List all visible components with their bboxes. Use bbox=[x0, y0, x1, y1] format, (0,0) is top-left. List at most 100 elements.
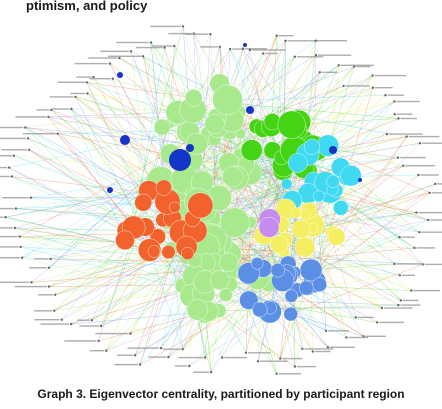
peripheral-node bbox=[393, 100, 396, 103]
graph-node bbox=[212, 84, 243, 116]
node-label-mark bbox=[74, 62, 108, 65]
graph-node bbox=[169, 201, 181, 214]
graph-node bbox=[186, 299, 208, 321]
graph-node bbox=[258, 217, 280, 238]
graph-node bbox=[218, 288, 233, 302]
node-label-mark bbox=[152, 45, 173, 47]
graph-node bbox=[147, 245, 161, 258]
node-label-mark bbox=[51, 108, 70, 110]
node-label-mark bbox=[421, 231, 442, 233]
peripheral-node bbox=[86, 92, 89, 95]
peripheral-node bbox=[293, 55, 296, 58]
graph-node bbox=[327, 227, 346, 246]
graph-edge bbox=[313, 217, 347, 338]
peripheral-node bbox=[85, 81, 88, 84]
node-label-mark bbox=[400, 156, 426, 159]
peripheral-node bbox=[24, 126, 27, 129]
node-label-mark bbox=[88, 57, 118, 59]
peripheral-node bbox=[413, 246, 416, 250]
graph-nodes bbox=[107, 43, 362, 324]
peripheral-node bbox=[108, 62, 112, 65]
graph-edge bbox=[19, 236, 155, 252]
node-label-mark bbox=[184, 33, 209, 35]
graph-node bbox=[290, 207, 302, 219]
node-label-mark bbox=[136, 46, 163, 49]
node-label-mark bbox=[0, 166, 8, 169]
node-label-mark bbox=[345, 85, 370, 87]
graph-node bbox=[358, 178, 362, 182]
node-label-mark bbox=[108, 55, 141, 57]
node-label-mark bbox=[49, 96, 74, 98]
node-label-mark bbox=[36, 109, 50, 111]
graph-edge bbox=[202, 56, 295, 183]
node-label-mark bbox=[57, 81, 85, 83]
graph-edge bbox=[227, 102, 399, 119]
graph-edge bbox=[290, 313, 364, 337]
peripheral-node bbox=[12, 154, 15, 157]
graph-edge bbox=[193, 33, 215, 124]
graph-node bbox=[246, 106, 254, 114]
graph-edge bbox=[48, 111, 178, 118]
node-label-mark bbox=[401, 236, 415, 238]
node-label-mark bbox=[400, 304, 421, 306]
peripheral-node bbox=[74, 95, 77, 99]
node-label-mark bbox=[413, 289, 440, 292]
peripheral-node bbox=[181, 25, 185, 28]
node-label-mark bbox=[38, 294, 54, 296]
peripheral-node bbox=[203, 356, 207, 359]
peripheral-node bbox=[20, 256, 24, 259]
graph-node bbox=[153, 118, 171, 136]
node-label-mark bbox=[396, 100, 420, 103]
peripheral-node bbox=[318, 71, 321, 74]
graph-edge bbox=[239, 66, 355, 113]
node-label-mark bbox=[437, 183, 442, 185]
peripheral-node bbox=[47, 285, 51, 288]
graph-node bbox=[281, 178, 293, 190]
graph-node bbox=[120, 135, 130, 145]
peripheral-node bbox=[418, 142, 422, 145]
node-label-mark bbox=[430, 219, 442, 221]
graph-edge bbox=[222, 236, 337, 358]
node-label-mark bbox=[296, 56, 324, 58]
graph-edge bbox=[168, 289, 298, 358]
graph-node bbox=[204, 113, 225, 134]
peripheral-node bbox=[417, 173, 420, 177]
graph-edge bbox=[130, 51, 149, 191]
node-label-mark bbox=[245, 48, 267, 50]
node-label-mark bbox=[15, 116, 47, 118]
peripheral-node bbox=[415, 211, 418, 214]
graph-node bbox=[298, 280, 314, 296]
figure-caption: Graph 3. Eigenvector centrality, partiti… bbox=[37, 387, 405, 401]
graph-node bbox=[209, 270, 230, 291]
node-label-mark bbox=[95, 332, 129, 335]
node-label-mark bbox=[374, 87, 393, 89]
node-label-mark bbox=[314, 350, 331, 353]
peripheral-node bbox=[173, 44, 176, 48]
peripheral-node bbox=[376, 321, 379, 324]
peripheral-node bbox=[228, 47, 232, 51]
graph-edge bbox=[227, 102, 407, 137]
graph-edge bbox=[20, 246, 204, 294]
peripheral-node bbox=[393, 262, 396, 266]
peripheral-node bbox=[275, 34, 278, 37]
graph-node bbox=[243, 43, 247, 47]
peripheral-node bbox=[99, 324, 103, 328]
graph-node bbox=[284, 289, 298, 303]
node-label-mark bbox=[79, 325, 100, 327]
graph-edge bbox=[27, 138, 127, 231]
graph-node bbox=[219, 252, 239, 272]
peripheral-node bbox=[14, 207, 18, 210]
graph-edge bbox=[312, 228, 402, 301]
graph-node bbox=[326, 174, 340, 188]
node-label-mark bbox=[304, 348, 334, 350]
graph-edge bbox=[25, 127, 252, 151]
node-label-mark bbox=[396, 113, 413, 115]
peripheral-node bbox=[301, 347, 304, 351]
graph-node bbox=[155, 179, 172, 196]
peripheral-node bbox=[244, 351, 248, 354]
peripheral-node bbox=[399, 299, 403, 302]
peripheral-node bbox=[434, 182, 437, 186]
node-label-mark bbox=[34, 310, 53, 312]
peripheral-node bbox=[70, 107, 73, 111]
graph-edge bbox=[286, 273, 378, 323]
